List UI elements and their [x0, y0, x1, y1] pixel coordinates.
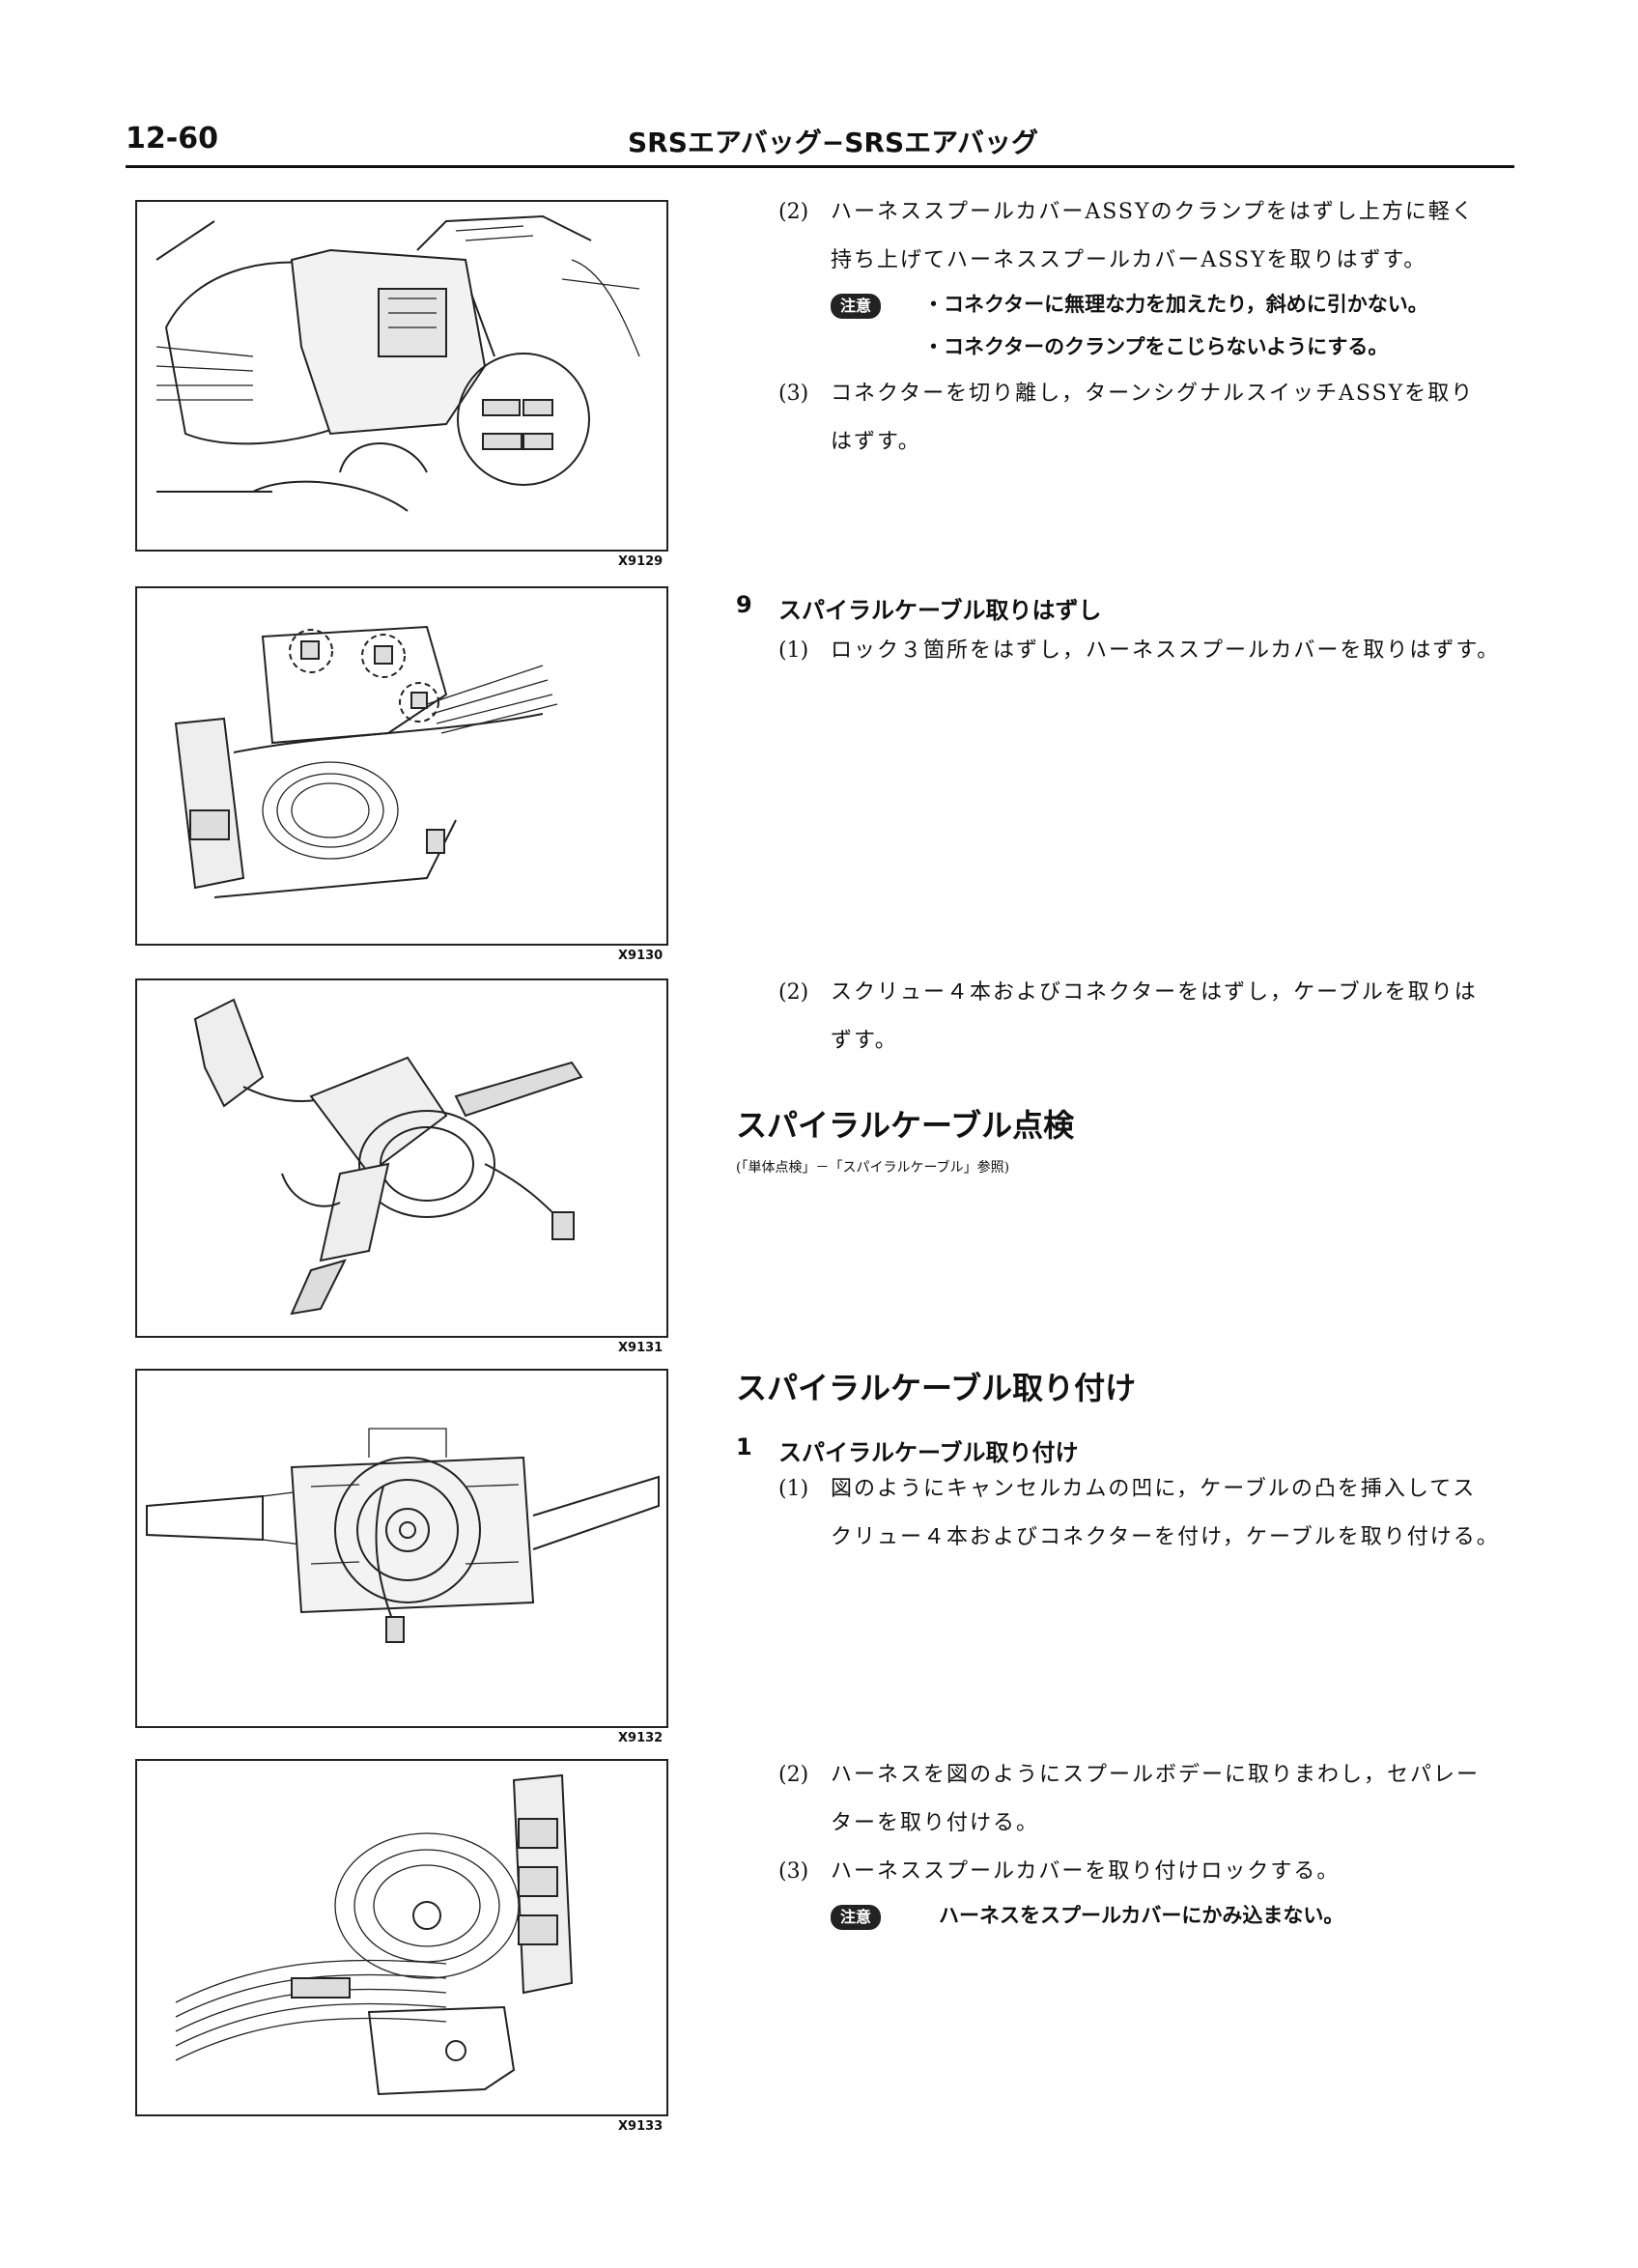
step-text: ハーネススプールカバーASSYのクランプをはずし上方に軽く	[831, 200, 1475, 224]
step-text: スクリュー４本およびコネクターをはずし，ケーブルを取りは	[831, 980, 1478, 1005]
step-number: (3)	[778, 1859, 809, 1884]
caution-text: ハーネスをスプールカバーにかみ込まない。	[939, 1904, 1344, 1927]
figure-spiral-cable-assembly	[135, 978, 668, 1338]
step-number: (1)	[778, 638, 809, 663]
section-number: 1	[736, 1433, 752, 1460]
illustration-harness-routing	[175, 1773, 574, 2096]
step-text: 図のようにキャンセルカムの凹に，ケーブルの凸を挿入してス	[831, 1477, 1477, 1501]
step-text: コネクターを切り離し，ターンシグナルスイッチASSYを取り	[831, 382, 1475, 406]
step-text: ハーネスを図のようにスプールボデーに取りまわし，セパレー	[831, 1763, 1481, 1787]
illustration-harness-spool-cover	[155, 214, 640, 512]
figure-id: X9130	[618, 949, 664, 963]
step-number: (2)	[778, 1763, 809, 1787]
section-number: 9	[736, 591, 752, 618]
caution-badge: 注意	[831, 1905, 882, 1930]
section-heading-inspection: スパイラルケーブル点検	[736, 1107, 1075, 1144]
step-text: ハーネススプールカバーを取り付けロックする。	[831, 1859, 1341, 1884]
step-number: (2)	[778, 200, 809, 224]
sub-heading: スパイラルケーブル取り付け	[778, 1439, 1079, 1466]
page-number: 12-60	[126, 122, 218, 156]
reference-note: (「単体点検」－「スパイラルケーブル」参照)	[736, 1160, 1010, 1176]
caution-badge: 注意	[831, 294, 882, 319]
step-text: ずす。	[831, 1029, 898, 1053]
illustration-spiral-cable-assembly	[193, 998, 583, 1316]
figure-spiral-cable-install	[135, 1369, 668, 1728]
step-text: 持ち上げてハーネススプールカバーASSYを取りはずす。	[831, 248, 1427, 272]
step-text: ロック３箇所をはずし，ハーネススプールカバーを取りはずす。	[831, 638, 1501, 663]
figure-spool-cover-locks	[135, 586, 668, 946]
caution-text: ・コネクターのクランプをこじらないようにする。	[923, 335, 1389, 358]
step-number: (2)	[778, 980, 809, 1005]
step-text: ターを取り付ける。	[831, 1811, 1040, 1835]
figure-id: X9129	[618, 554, 664, 569]
illustration-spiral-cable-install	[146, 1428, 660, 1643]
section-heading-install: スパイラルケーブル取り付け	[736, 1370, 1137, 1406]
figure-harness-spool-cover	[135, 200, 668, 552]
caution-text: ・コネクターに無理な力を加えたり，斜めに引かない。	[923, 293, 1428, 316]
section-heading: スパイラルケーブル取りはずし	[778, 597, 1102, 624]
figure-harness-routing	[135, 1759, 668, 2116]
step-number: (1)	[778, 1477, 809, 1501]
step-text: クリュー４本およびコネクターを付け，ケーブルを取り付ける。	[831, 1525, 1500, 1549]
header-rule	[126, 165, 1514, 168]
figure-id: X9132	[618, 1731, 664, 1745]
figure-id: X9131	[618, 1341, 664, 1355]
step-text: はずす。	[831, 430, 921, 454]
step-number: (3)	[778, 382, 809, 406]
illustration-spool-cover-locks	[174, 625, 558, 898]
figure-id: X9133	[618, 2119, 664, 2134]
page-title: SRSエアバッグ−SRSエアバッグ	[628, 127, 1039, 158]
